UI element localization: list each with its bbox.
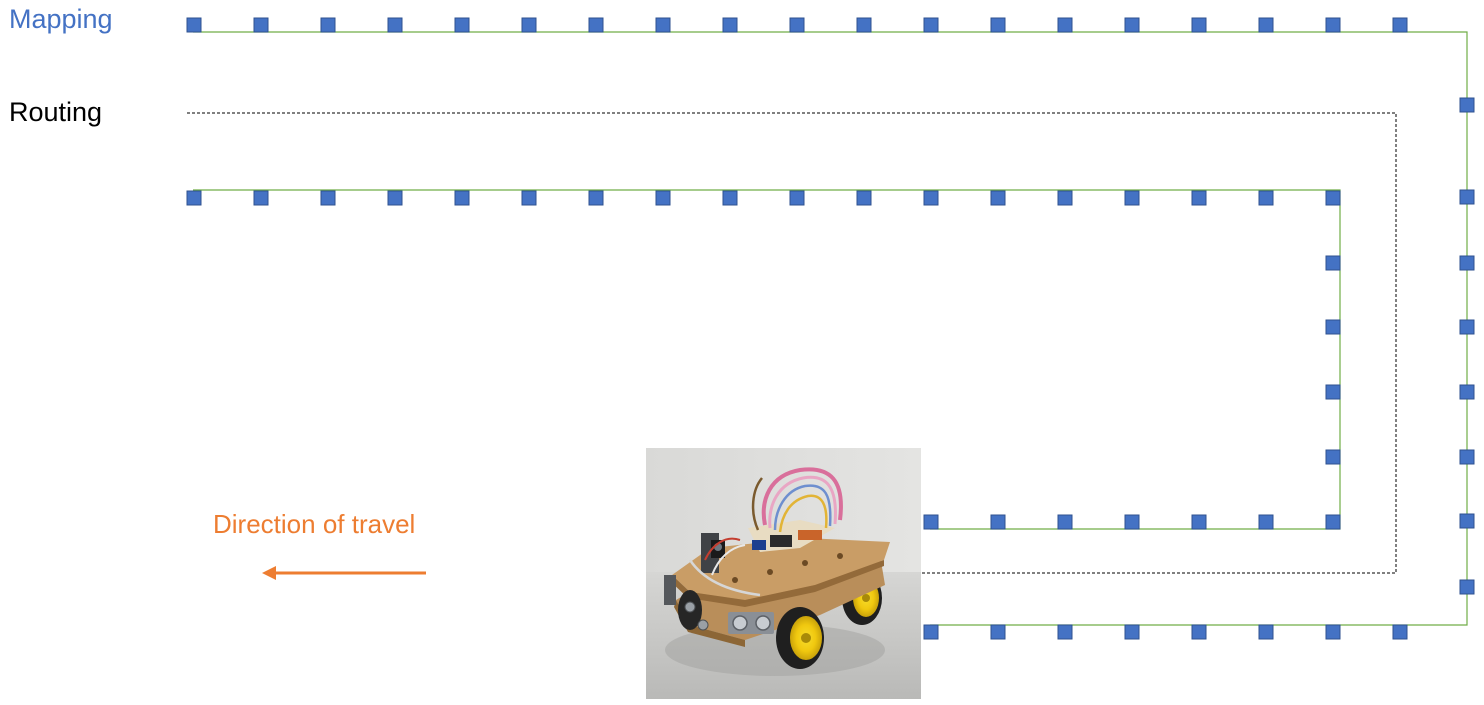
mapping-marker: [1258, 514, 1274, 530]
mapping-marker: [990, 190, 1006, 206]
mapping-marker: [1191, 190, 1207, 206]
mapping-marker: [1057, 17, 1073, 33]
mapping-marker: [1124, 17, 1140, 33]
mapping-marker: [1124, 190, 1140, 206]
mapping-marker: [990, 624, 1006, 640]
mapping-marker: [588, 17, 604, 33]
mapping-marker: [1459, 189, 1475, 205]
mapping-marker: [1392, 17, 1408, 33]
mapping-marker: [1325, 624, 1341, 640]
mapping-marker: [722, 190, 738, 206]
arrow-left-icon: [262, 566, 426, 580]
routing-path: [187, 112, 1397, 574]
mapping-legend-label: Mapping: [9, 4, 113, 34]
mapping-marker: [186, 17, 202, 33]
mapping-marker: [387, 17, 403, 33]
mapping-marker: [454, 190, 470, 206]
mapping-marker: [1057, 190, 1073, 206]
mapping-marker: [923, 17, 939, 33]
mapping-marker: [923, 514, 939, 530]
mapping-marker: [1124, 514, 1140, 530]
mapping-marker: [1191, 624, 1207, 640]
mapping-marker: [1057, 514, 1073, 530]
mapping-marker: [1325, 514, 1341, 530]
mapping-marker: [1459, 319, 1475, 335]
mapping-marker: [856, 17, 872, 33]
mapping-marker: [521, 17, 537, 33]
mapping-marker: [856, 190, 872, 206]
mapping-marker: [1325, 384, 1341, 400]
mapping-marker: [521, 190, 537, 206]
mapping-marker: [923, 624, 939, 640]
mapping-marker: [1325, 255, 1341, 271]
mapping-marker: [655, 17, 671, 33]
mapping-marker: [1392, 624, 1408, 640]
mapping-marker: [320, 190, 336, 206]
mapping-marker: [1459, 384, 1475, 400]
mapping-marker: [1459, 513, 1475, 529]
mapping-marker: [588, 190, 604, 206]
mapping-marker: [1258, 17, 1274, 33]
mapping-markers: [186, 17, 1475, 640]
mapping-marker: [789, 17, 805, 33]
mapping-marker: [655, 190, 671, 206]
direction-of-travel-label: Direction of travel: [213, 509, 416, 539]
mapping-marker: [1325, 319, 1341, 335]
mapping-marker: [1459, 449, 1475, 465]
mapping-marker: [387, 190, 403, 206]
mapping-marker: [1258, 624, 1274, 640]
mapping-marker: [1057, 624, 1073, 640]
mapping-marker: [186, 190, 202, 206]
mapping-marker: [1325, 449, 1341, 465]
mapping-marker: [1459, 97, 1475, 113]
mapping-marker: [1325, 190, 1341, 206]
mapping-marker: [1191, 514, 1207, 530]
mapping-marker: [1191, 17, 1207, 33]
mapping-marker: [1459, 255, 1475, 271]
mapping-marker: [789, 190, 805, 206]
mapping-marker: [1258, 190, 1274, 206]
mapping-marker: [1459, 579, 1475, 595]
mapping-marker: [253, 17, 269, 33]
mapping-marker: [320, 17, 336, 33]
mapping-marker: [1124, 624, 1140, 640]
mapping-marker: [923, 190, 939, 206]
routing-legend-label: Routing: [9, 97, 103, 127]
mapping-marker: [990, 17, 1006, 33]
mapping-marker: [253, 190, 269, 206]
mapping-marker: [722, 17, 738, 33]
mapping-marker: [454, 17, 470, 33]
mapping-marker: [1325, 17, 1341, 33]
mapping-marker: [990, 514, 1006, 530]
robot-car-photo: [646, 448, 921, 699]
